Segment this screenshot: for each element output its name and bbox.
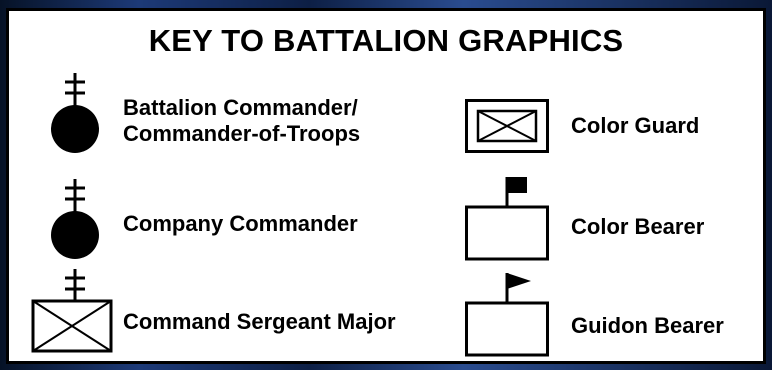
command-sergeant-major-label-line-1: Command Sergeant Major — [123, 309, 396, 335]
company-commander-label: Company Commander — [123, 211, 358, 237]
command-sergeant-major-icon — [31, 269, 113, 353]
color-guard-label-line-1: Color Guard — [571, 113, 699, 139]
company-commander-icon — [45, 179, 105, 263]
guidon-bearer-icon — [465, 271, 549, 357]
battalion-commander-label: Battalion Commander/ Commander-of-Troops — [123, 95, 360, 147]
battalion-commander-icon — [45, 73, 105, 157]
guidon-bearer-label-line-1: Guidon Bearer — [571, 313, 724, 339]
command-sergeant-major-label: Command Sergeant Major — [123, 309, 396, 335]
color-guard-icon — [465, 99, 549, 153]
color-bearer-icon — [465, 175, 549, 261]
guidon-bearer-label: Guidon Bearer — [571, 313, 724, 339]
battalion-commander-label-line-2: Commander-of-Troops — [123, 121, 360, 147]
key-title: KEY TO BATTALION GRAPHICS — [9, 23, 763, 59]
battalion-commander-label-line-1: Battalion Commander/ — [123, 95, 360, 121]
color-bearer-label-line-1: Color Bearer — [571, 214, 704, 240]
company-commander-label-line-1: Company Commander — [123, 211, 358, 237]
color-bearer-label: Color Bearer — [571, 214, 704, 240]
graphics-key-panel: KEY TO BATTALION GRAPHICS Battalion Comm… — [6, 8, 766, 364]
color-guard-label: Color Guard — [571, 113, 699, 139]
